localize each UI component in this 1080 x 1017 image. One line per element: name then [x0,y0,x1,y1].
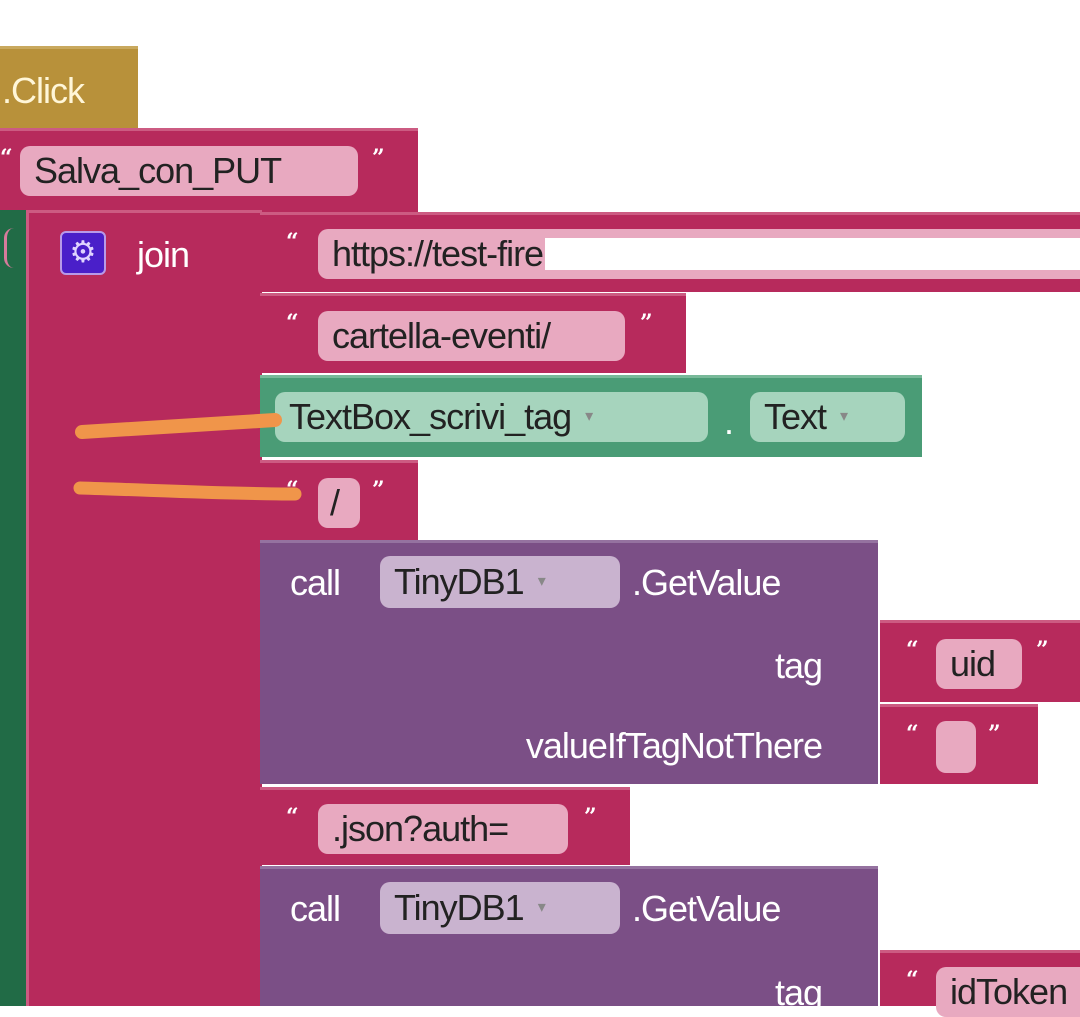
procedure-name-text-block[interactable]: “ Salva_con_PUT ” [0,128,418,212]
open-quote: “ [286,477,299,503]
tinydb-getvalue-block-1[interactable]: call TinyDB1 ▾ .GetValue tag valueIfTagN… [260,540,878,784]
close-quote: ” [584,804,597,830]
method-label: .GetValue [632,562,781,603]
button-click-event-block[interactable]: .Click [0,46,138,130]
tinydb-getvalue-block-2[interactable]: call TinyDB1 ▾ .GetValue tag [260,866,878,1011]
url-text-block[interactable]: “ https://test-fire [260,212,1080,292]
textbox-component-dropdown[interactable]: TextBox_scrivi_tag ▾ [275,392,708,442]
open-quote: “ [286,229,299,255]
open-quote: “ [906,967,919,993]
slash-text-block[interactable]: “ / ” [260,460,418,540]
open-quote: “ [286,804,299,830]
call-label: call [290,562,341,603]
open-quote: “ [0,145,13,171]
component-name: TextBox_scrivi_tag [289,396,572,437]
method-label: .GetValue [632,888,781,929]
redaction-box [545,238,1080,270]
open-quote: “ [906,721,919,747]
folder-text-block[interactable]: “ cartella-eventi/ ” [260,293,686,373]
dropdown-arrow-icon: ▾ [537,899,546,916]
tag-label: tag [774,645,823,686]
json-auth-text-block[interactable]: “ .json?auth= ” [260,787,630,865]
dropdown-arrow-icon: ▾ [585,408,593,425]
component-name: TinyDB1 [394,561,525,602]
close-quote: ” [1036,637,1049,663]
uid-field[interactable]: uid [936,639,1022,689]
idtoken-text-block[interactable]: “ idToken [880,950,1080,1017]
idtoken-field[interactable]: idToken [936,967,1080,1017]
open-quote: “ [286,310,299,336]
call-label: call [290,888,341,929]
dropdown-arrow-icon: ▾ [537,573,546,590]
url-field[interactable]: https://test-fire [318,229,1080,279]
component-name: TinyDB1 [394,887,525,928]
uid-text-block[interactable]: “ uid ” [880,620,1080,702]
close-quote: ” [372,145,385,171]
textbox-text-getter-block[interactable]: TextBox_scrivi_tag ▾ . Text ▾ [260,375,922,457]
dropdown-arrow-icon: ▾ [840,408,848,425]
empty-field[interactable] [936,721,976,773]
gear-icon[interactable]: ⚙ [60,231,106,275]
default-label: valueIfTagNotThere [525,725,823,766]
dot: . [724,401,734,442]
close-quote: ” [640,310,653,336]
procedure-name-field[interactable]: Salva_con_PUT [20,146,358,196]
tag-label: tag [774,972,823,1013]
json-auth-field[interactable]: .json?auth= [318,804,568,854]
empty-text-block[interactable]: “ ” [880,704,1038,784]
property-name: Text [764,396,827,437]
open-quote: “ [906,637,919,663]
close-quote: ” [372,477,385,503]
socket [4,228,17,268]
join-label: join [137,234,190,275]
event-body-strip [0,210,28,1006]
tinydb-component-dropdown[interactable]: TinyDB1 ▾ [380,556,620,608]
folder-field[interactable]: cartella-eventi/ [318,311,625,361]
slash-field[interactable]: / [318,478,360,528]
close-quote: ” [988,721,1001,747]
textbox-property-dropdown[interactable]: Text ▾ [750,392,905,442]
event-label: .Click [2,70,85,111]
url-text: https://test-fire [332,233,544,274]
tinydb-component-dropdown[interactable]: TinyDB1 ▾ [380,882,620,934]
join-block[interactable]: ⚙ join [26,210,262,1006]
